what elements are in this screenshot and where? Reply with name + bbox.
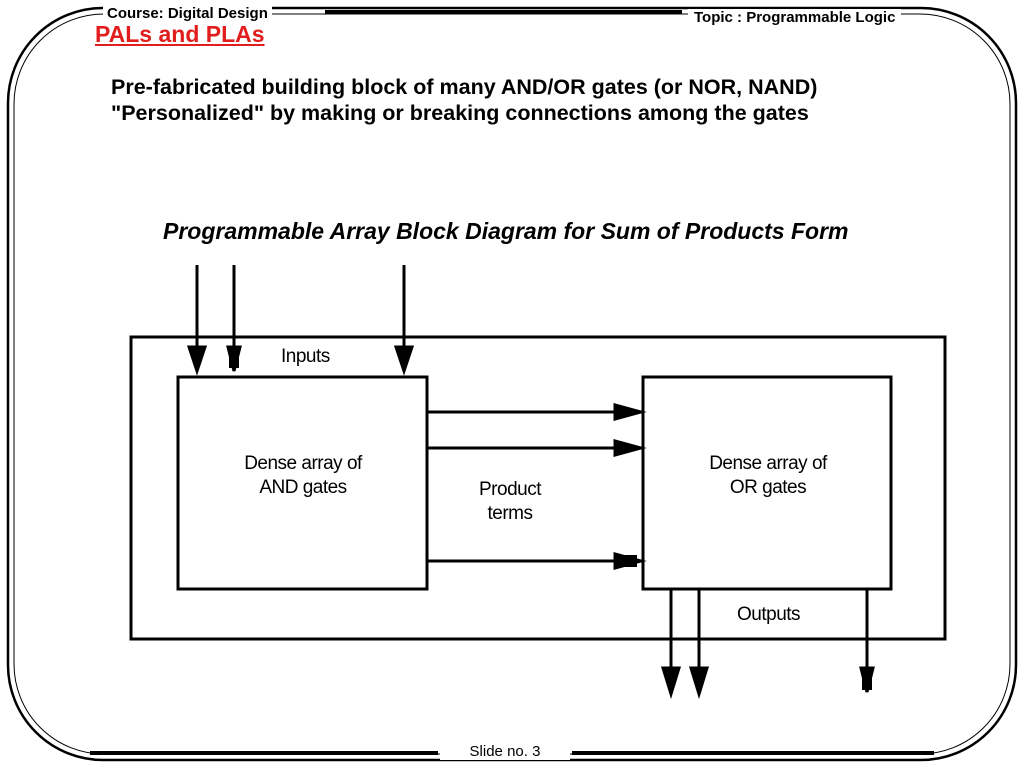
- or-block-line-1: Dense array of: [709, 453, 827, 474]
- product-terms-label: Product terms: [455, 478, 565, 526]
- footer-rules: [90, 10, 934, 755]
- outputs-label: Outputs: [737, 604, 801, 625]
- slide-number: Slide no. 3: [440, 743, 570, 760]
- diagram-title: Programmable Array Block Diagram for Sum…: [163, 218, 849, 244]
- product-term-arrows: [427, 403, 647, 570]
- input-arrows: [186, 265, 415, 376]
- and-array-block: [176, 375, 429, 591]
- product-terms-line-1: Product: [479, 479, 541, 500]
- inputs-label: Inputs: [281, 346, 330, 367]
- pla-container-box: [129, 335, 947, 641]
- slide-title: PALs and PLAs: [95, 21, 265, 47]
- and-block-line-2: AND gates: [259, 477, 347, 498]
- bullet-line-1: Pre-fabricated building block of many AN…: [111, 75, 818, 99]
- course-label: Course: Digital Design: [103, 5, 272, 22]
- or-block-label: Dense array of OR gates: [645, 452, 891, 500]
- or-block-line-2: OR gates: [729, 477, 807, 498]
- product-terms-line-2: terms: [487, 503, 534, 524]
- and-block-line-1: Dense array of: [244, 453, 362, 474]
- or-array-block: [641, 375, 893, 591]
- topic-label: Topic : Programmable Logic: [688, 9, 902, 26]
- and-block-label: Dense array of AND gates: [180, 452, 426, 500]
- bullet-line-2: "Personalized" by making or breaking con…: [111, 101, 809, 125]
- output-arrows: [660, 590, 875, 700]
